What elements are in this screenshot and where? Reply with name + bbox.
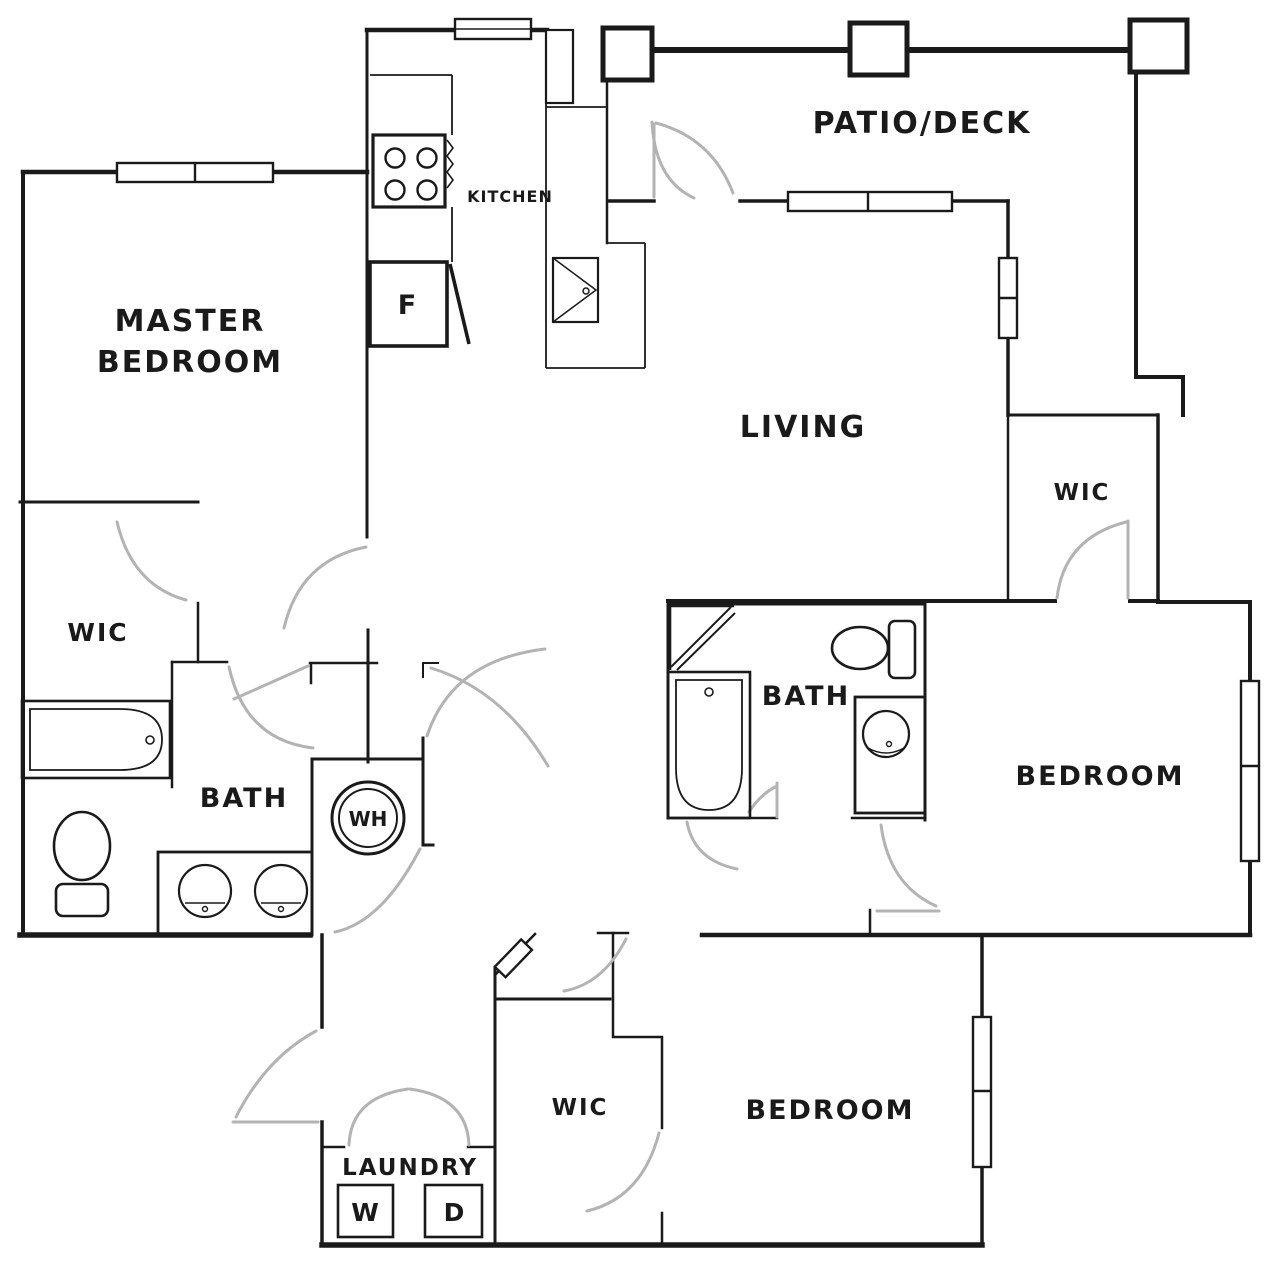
room-labels: MASTER BEDROOM KITCHEN PATIO/DECK LIVING… bbox=[67, 106, 1185, 1181]
bathtub bbox=[666, 670, 752, 820]
water-heater-label: WH bbox=[349, 807, 388, 831]
patio-post bbox=[600, 25, 655, 83]
corner-shower bbox=[668, 604, 736, 671]
master-wic-label: WIC bbox=[67, 618, 128, 647]
bedroom-right-label: BEDROOM bbox=[1016, 761, 1185, 792]
laundry-bifold-door-swing bbox=[347, 1087, 471, 1147]
bedroom-bottom-window bbox=[971, 1015, 993, 1169]
toilet bbox=[830, 619, 917, 680]
patio-post bbox=[1127, 17, 1190, 75]
master-bath-fixtures bbox=[20, 699, 314, 937]
patio-post bbox=[847, 20, 910, 78]
water-heater bbox=[330, 780, 406, 856]
kitchen-label: KITCHEN bbox=[467, 187, 553, 206]
refrigerator-label: F bbox=[398, 290, 416, 321]
hall-door-swings bbox=[425, 647, 550, 768]
bath2-label: BATH bbox=[762, 681, 850, 712]
bath2-door-swing bbox=[685, 820, 739, 871]
living-label: LIVING bbox=[740, 410, 866, 445]
double-vanity bbox=[156, 850, 314, 937]
living-right-window bbox=[997, 256, 1019, 340]
kitchen-counter-right bbox=[544, 28, 646, 369]
master-bedroom-door-swing bbox=[282, 545, 368, 630]
wic-bottom-corner-window bbox=[493, 937, 534, 979]
master-bedroom-window bbox=[115, 161, 275, 184]
wic-bottom-label: WIC bbox=[552, 1095, 609, 1121]
water-heater-right-wall bbox=[421, 736, 435, 847]
washer bbox=[336, 1183, 395, 1239]
hall-wall-stub bbox=[422, 662, 439, 678]
bathtub bbox=[20, 699, 172, 780]
kitchen-entry-door-swing bbox=[650, 120, 696, 200]
wic-right-door-swing bbox=[1055, 519, 1130, 600]
kitchen-fixtures bbox=[368, 28, 646, 369]
patio-deck-label: PATIO/DECK bbox=[813, 106, 1032, 141]
master-bath-door-swing bbox=[227, 664, 315, 750]
bedroom-right-door-swing bbox=[875, 823, 941, 913]
kitchen-hall-wall bbox=[365, 28, 370, 764]
toilet bbox=[52, 810, 112, 918]
master-bath-top-wall bbox=[170, 660, 379, 685]
door-swings bbox=[115, 120, 1130, 1213]
kitchen-counter-left bbox=[370, 74, 453, 262]
water-heater-door-swing bbox=[333, 847, 422, 934]
master-bedroom-label-line1: MASTER bbox=[115, 304, 266, 339]
tub-faucet bbox=[704, 687, 714, 697]
windows bbox=[115, 17, 1261, 1169]
dryer-label: D bbox=[444, 1198, 465, 1227]
tub-faucet bbox=[145, 735, 155, 745]
stove-handle bbox=[446, 139, 454, 189]
bedroom-bottom-label: BEDROOM bbox=[746, 1095, 915, 1126]
exterior-door-swing bbox=[231, 1029, 320, 1124]
stove bbox=[371, 133, 454, 209]
vanity-sink bbox=[853, 695, 927, 815]
patio-structure bbox=[600, 17, 1190, 83]
kitchen-window bbox=[453, 17, 533, 41]
master-bedroom-label-line2: BEDROOM bbox=[97, 345, 283, 380]
refrigerator-door bbox=[448, 263, 471, 345]
entry-door-swing bbox=[652, 121, 735, 199]
wic-bottom-door-swing bbox=[585, 1131, 661, 1213]
hall-south-door-swing bbox=[562, 937, 628, 993]
laundry-label: LAUNDRY bbox=[342, 1155, 478, 1181]
bath2-fixtures bbox=[666, 604, 927, 820]
bedroom-right-window bbox=[1239, 679, 1261, 863]
wic-bottom-right-wall bbox=[611, 931, 664, 1247]
walls bbox=[17, 27, 1253, 1248]
living-patio-window bbox=[786, 190, 954, 213]
dryer bbox=[423, 1183, 484, 1239]
master-bath-label: BATH bbox=[200, 783, 288, 814]
vestibule-wall-stubs bbox=[596, 908, 872, 937]
refrigerator bbox=[368, 260, 471, 348]
laundry-fixtures bbox=[336, 1183, 484, 1239]
patio-right-wall bbox=[1134, 70, 1185, 417]
washer-label: W bbox=[351, 1198, 379, 1227]
vestibule-door-swing bbox=[747, 781, 779, 819]
wic-right-label: WIC bbox=[1054, 480, 1111, 506]
kitchen-sink bbox=[551, 256, 600, 324]
appliance-labels: WH F W D bbox=[349, 290, 465, 1227]
master-wic-door-swing bbox=[115, 520, 188, 602]
